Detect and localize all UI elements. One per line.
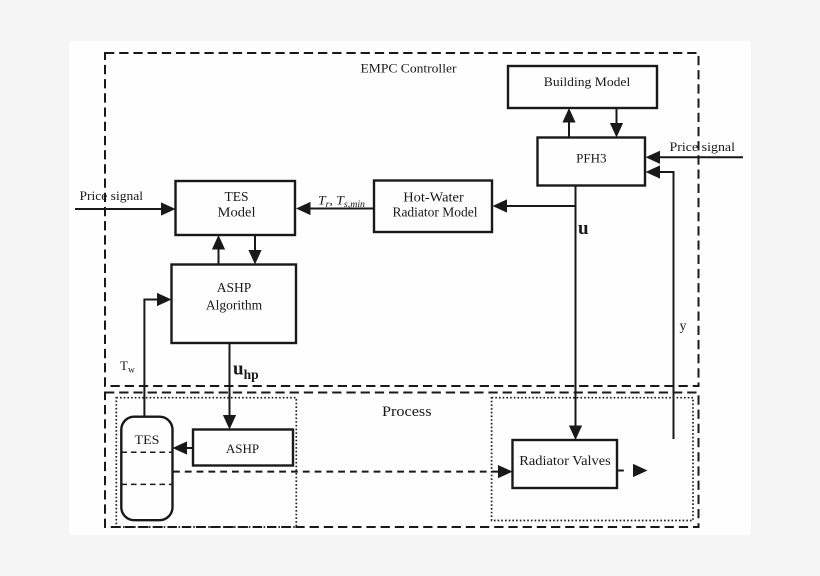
svg-text:ASHP: ASHP [217, 280, 252, 295]
svg-text:EMPC Controller: EMPC Controller [361, 61, 458, 76]
svg-text:u: u [578, 218, 589, 239]
svg-text:Process: Process [382, 404, 432, 420]
svg-text:ASHP: ASHP [226, 441, 259, 456]
svg-text:Algorithm: Algorithm [206, 298, 263, 313]
svg-text:Building Model: Building Model [544, 74, 631, 89]
svg-text:PFH3: PFH3 [576, 150, 606, 165]
svg-text:Price signal: Price signal [670, 139, 736, 154]
svg-text:TES: TES [224, 189, 248, 204]
svg-text:y: y [680, 319, 687, 334]
svg-text:Radiator Model: Radiator Model [392, 205, 477, 220]
svg-text:Model: Model [218, 205, 256, 220]
svg-text:Hot-Water: Hot-Water [403, 190, 464, 205]
svg-text:TES: TES [135, 432, 160, 447]
svg-text:Radiator Valves: Radiator Valves [519, 454, 611, 469]
svg-text:Price signal: Price signal [80, 188, 144, 203]
